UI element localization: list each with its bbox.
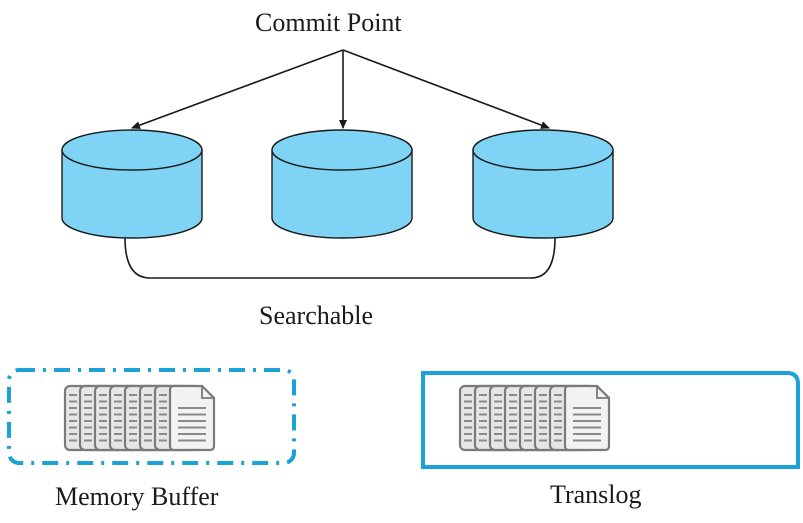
segment-cylinder [61,129,203,239]
arrow-to-segment-3 [342,49,550,129]
segment-cylinder [271,129,413,239]
translog-documents [458,384,611,452]
cylinder-body [61,149,203,239]
searchable-label: Searchable [259,301,374,330]
cylinder-body [271,149,413,239]
document-icon [563,384,611,452]
arrow-to-segment-1 [131,49,344,129]
memory-buffer-documents [63,384,216,452]
cylinder-body [472,149,614,239]
memory-buffer-label: Memory Buffer [55,482,219,511]
cylinder-top [271,129,413,171]
commit-arrows [131,49,550,129]
searchable-bracket [124,237,556,279]
document-icon [168,384,216,452]
segment-cylinders [61,129,614,239]
translog-label: Translog [550,480,642,509]
memory-buffer-box [7,368,296,465]
segment-cylinder [472,129,614,239]
cylinder-top [472,129,614,171]
commit-point-label: Commit Point [255,8,402,37]
translog-box [421,371,800,469]
cylinder-top [61,129,203,171]
